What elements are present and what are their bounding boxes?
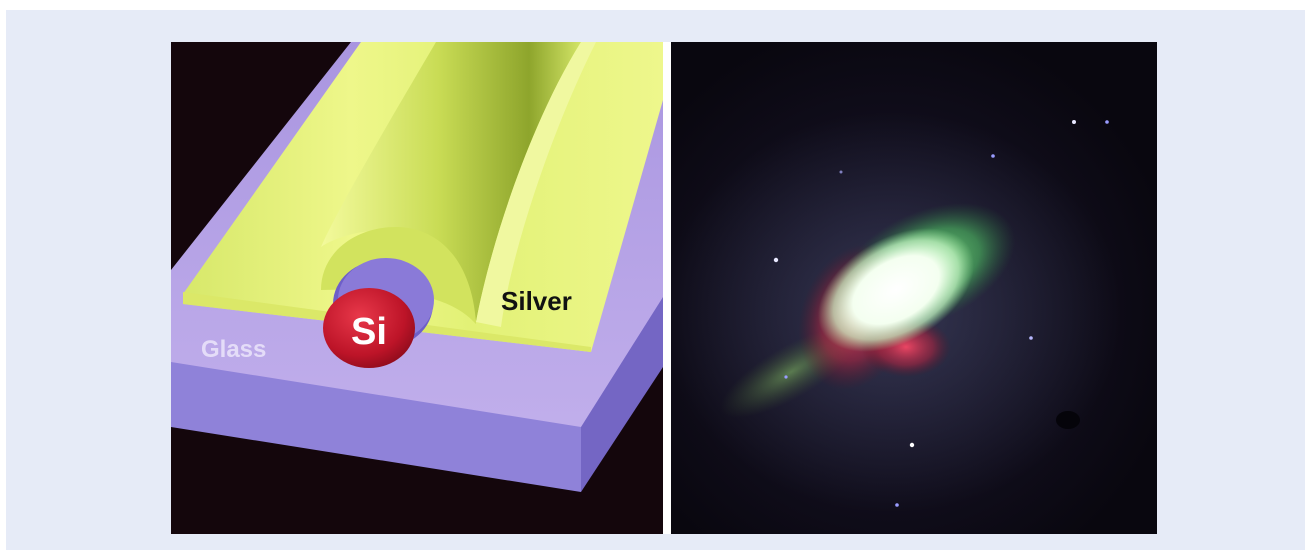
speck — [895, 503, 899, 507]
groove-highlight — [476, 42, 596, 327]
emission-image-panel — [671, 42, 1157, 534]
silver-groove — [321, 42, 581, 322]
emission-core — [817, 228, 975, 352]
speck — [784, 375, 788, 379]
dark-spot — [1056, 411, 1080, 429]
speck — [1072, 120, 1076, 124]
glass-label: Glass — [201, 336, 266, 363]
speck — [1105, 120, 1109, 124]
speck — [909, 442, 915, 448]
speck — [1029, 336, 1033, 340]
glass-right-edge — [581, 297, 663, 492]
panel-divider — [663, 42, 671, 534]
speck — [991, 154, 995, 158]
speck — [839, 170, 843, 174]
silicon-core — [323, 288, 415, 368]
emission-image-svg — [671, 42, 1157, 534]
speck — [773, 257, 779, 263]
silicon-label: Si — [351, 311, 387, 353]
glass-front-edge — [171, 362, 581, 492]
silver-label: Silver — [501, 286, 572, 316]
schematic-panel: Si Silver Glass — [171, 42, 663, 534]
schematic-svg: Si Silver Glass — [171, 42, 663, 492]
